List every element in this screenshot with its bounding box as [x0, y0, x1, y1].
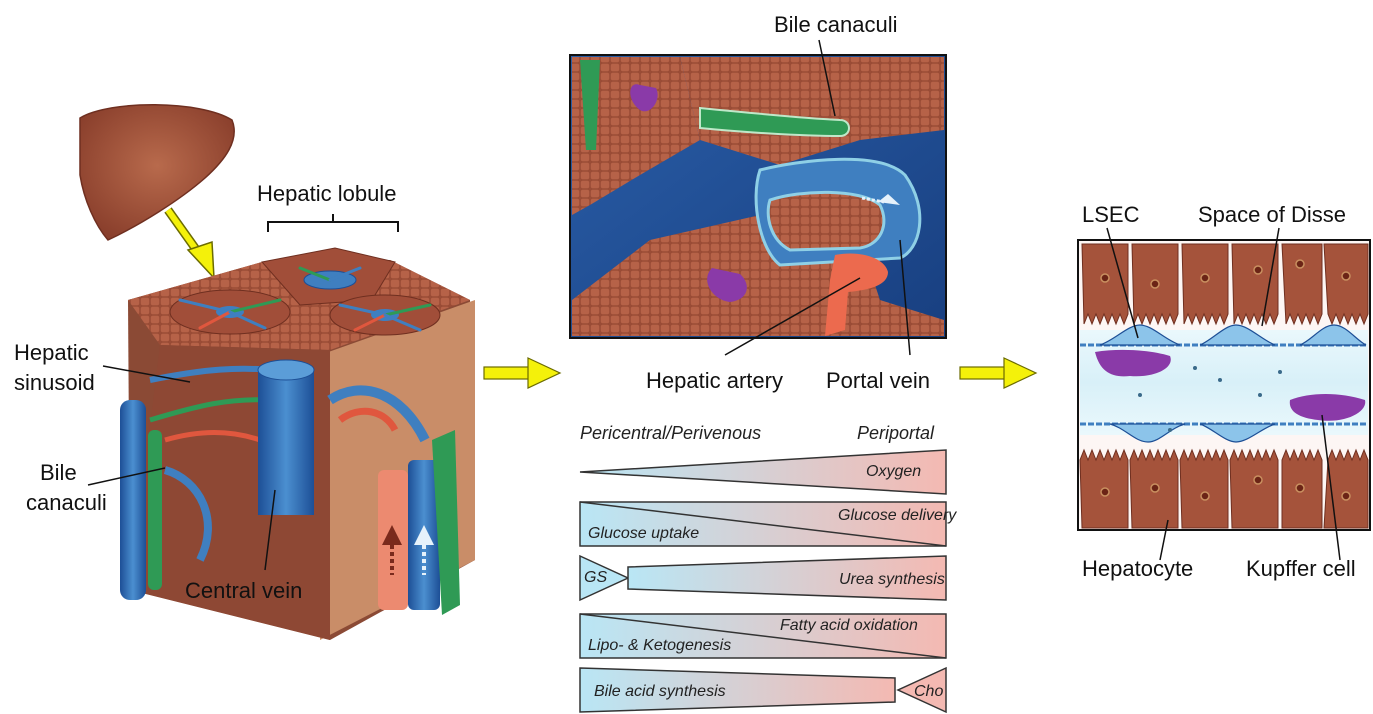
zonation-row4-left: Lipo- & Ketogenesis	[588, 638, 731, 654]
label-hepatic-sinusoid-1: Hepatic	[14, 342, 89, 364]
yellow-arrow-right-2-icon	[960, 358, 1036, 388]
label-hepatocyte: Hepatocyte	[1082, 558, 1193, 580]
whole-liver-icon	[80, 105, 234, 240]
label-hepatic-lobule: Hepatic lobule	[257, 183, 396, 205]
label-lsec: LSEC	[1082, 204, 1139, 226]
zonation-row4-right: Fatty acid oxidation	[780, 618, 918, 634]
label-bile-canaculi-left-2: canaculi	[26, 492, 107, 514]
label-portal-vein: Portal vein	[826, 370, 930, 392]
zonation-row2-right: Glucose delivery	[838, 508, 956, 524]
zonation-row3-right: Urea synthesis	[839, 572, 945, 588]
zonation-row2-left: Glucose uptake	[588, 526, 699, 542]
zonation-row5-left: Bile acid synthesis	[594, 684, 726, 700]
label-hepatic-artery: Hepatic artery	[646, 370, 783, 392]
label-hepatic-sinusoid-2: sinusoid	[14, 372, 95, 394]
yellow-arrow-down-icon	[168, 210, 214, 278]
zonation-row5-right: Cho	[914, 684, 943, 700]
zonation-right-header: Periportal	[857, 424, 934, 442]
sinusoid-cross-section	[1078, 240, 1370, 530]
yellow-arrow-right-icon	[484, 358, 560, 388]
zonation-row1-right: Oxygen	[866, 464, 921, 480]
sinusoid-inset-illustration	[570, 55, 946, 338]
hepatic-lobule-bracket	[268, 214, 398, 232]
zonation-left-header: Pericentral/Perivenous	[580, 424, 761, 442]
label-space-of-disse: Space of Disse	[1198, 204, 1346, 226]
label-kupffer-cell: Kupffer cell	[1246, 558, 1356, 580]
label-bile-canaculi-middle: Bile canaculi	[774, 14, 898, 36]
zonation-row3-left: GS	[584, 570, 607, 586]
label-central-vein: Central vein	[185, 580, 302, 602]
label-bile-canaculi-left-1: Bile	[40, 462, 77, 484]
